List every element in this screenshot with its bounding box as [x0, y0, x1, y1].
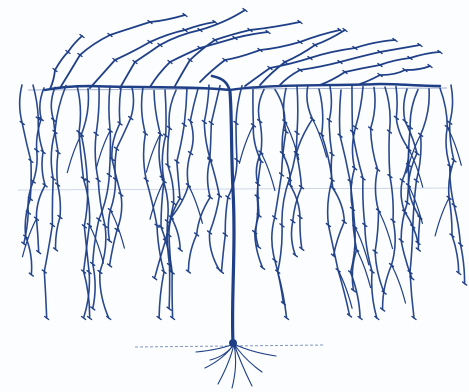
- hanging-canes: [20, 85, 467, 320]
- upper-cane: [50, 36, 82, 89]
- hanging-cane: [291, 85, 312, 255]
- hanging-cane: [396, 87, 418, 243]
- side-shoot: [261, 153, 275, 191]
- lower-wire: [18, 188, 452, 190]
- hanging-cane: [161, 90, 173, 318]
- hanging-cane: [95, 88, 109, 318]
- trunk-stroke: [230, 92, 234, 343]
- hanging-cane: [24, 88, 44, 244]
- side-shoot: [313, 119, 327, 157]
- hanging-cane: [383, 87, 396, 309]
- hanging-cane: [253, 90, 263, 268]
- hanging-cane: [329, 86, 344, 255]
- hanging-cane: [142, 87, 164, 318]
- upper-cane: [60, 15, 185, 88]
- hanging-cane: [93, 86, 111, 308]
- hanging-cane: [440, 88, 465, 284]
- root-system: [196, 344, 276, 388]
- hanging-cane: [278, 86, 298, 318]
- hanging-cane: [371, 87, 385, 292]
- side-shoot: [96, 131, 110, 169]
- upper-cane: [360, 66, 430, 84]
- hanging-cane: [204, 85, 219, 269]
- side-shoot: [379, 211, 393, 249]
- upper-cane: [260, 30, 345, 85]
- hanging-cane: [33, 85, 45, 252]
- hanging-cane: [319, 89, 350, 315]
- root: [234, 344, 262, 372]
- side-shoot: [392, 265, 406, 303]
- root: [218, 344, 234, 384]
- trunk-base: [229, 339, 237, 347]
- upper-canes: [50, 9, 442, 90]
- side-shoot: [239, 125, 253, 163]
- vine-arms: [45, 84, 440, 90]
- upper-cane: [280, 45, 420, 85]
- side-shoot: [435, 198, 449, 236]
